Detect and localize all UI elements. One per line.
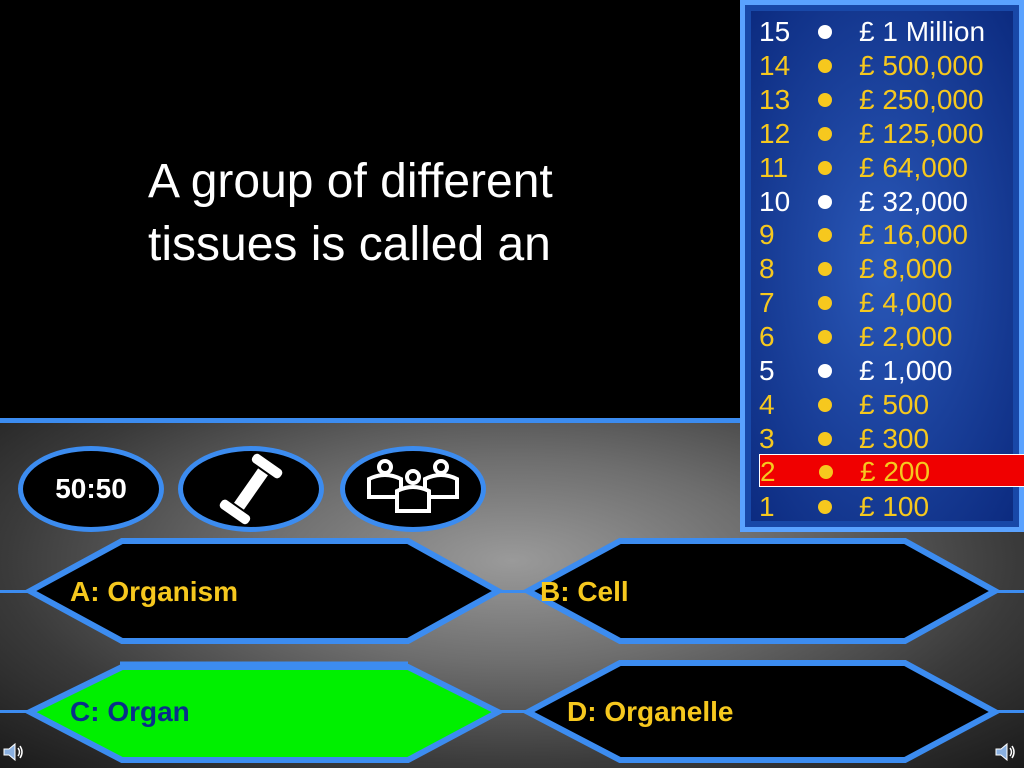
answer-c-label[interactable]: C: Organ — [70, 696, 190, 727]
question-text: A group of different tissues is called a… — [148, 155, 553, 271]
ladder-amount: £ 500,000 — [859, 49, 984, 81]
ladder-dot-icon — [818, 92, 832, 107]
connector-line — [498, 590, 528, 593]
answer-d-label[interactable]: D: Organelle — [567, 696, 734, 727]
ladder-level-number: 15 — [759, 16, 791, 47]
ladder-amount: £ 1,000 — [859, 355, 953, 386]
ladder-amount: £ 16,000 — [859, 219, 968, 251]
ladder-row: 12 £ 125,000 — [751, 117, 1013, 150]
ladder-amount: £ 250,000 — [859, 83, 984, 115]
ladder-row: 13 £ 250,000 — [751, 83, 1013, 116]
ladder-amount: £ 8,000 — [859, 253, 953, 285]
ladder-row: 1 £ 100 — [751, 490, 1013, 523]
ladder-row: 6 £ 2,000 — [751, 320, 1013, 353]
ladder-amount: £ 32,000 — [859, 185, 968, 217]
phone-a-friend-lifeline[interactable] — [178, 446, 324, 532]
answer-b-shape[interactable] — [521, 538, 1002, 644]
ladder-level-number: 4 — [759, 388, 775, 420]
ladder-amount: £ 100 — [859, 490, 930, 522]
ladder-level-number: 6 — [759, 321, 775, 353]
answer-b-label[interactable]: B: Cell — [540, 576, 629, 607]
ladder-row: 11 £ 64,000 — [751, 151, 1013, 184]
ladder-amount: £ 200 — [860, 455, 931, 487]
ladder-dot-icon — [818, 397, 832, 412]
ladder-amount: £ 4,000 — [859, 287, 953, 319]
answer-c-shape[interactable] — [23, 664, 505, 763]
connector-line — [995, 710, 1024, 713]
ladder-dot-icon — [818, 194, 832, 209]
ladder-amount: £ 125,000 — [859, 117, 984, 149]
ladder-level-number: 2 — [760, 455, 776, 487]
speaker-icon-left[interactable] — [2, 740, 26, 764]
ladder-row: 15 £ 1 Million — [751, 15, 1013, 48]
ladder-dot-icon — [818, 330, 832, 345]
ladder-row: 8 £ 8,000 — [751, 252, 1013, 285]
ladder-row: 10 £ 32,000 — [751, 185, 1013, 218]
ladder-amount: £ 300 — [859, 422, 930, 454]
ladder-dot-icon — [818, 58, 832, 73]
connector-line — [0, 590, 30, 593]
fifty-fifty-label: 50:50 — [55, 473, 127, 504]
ladder-row: 2 £ 200 — [759, 453, 1024, 487]
question-area: A group of different tissues is called a… — [0, 0, 740, 418]
ladder-amount: £ 500 — [859, 388, 930, 420]
connector-line — [995, 590, 1024, 593]
ladder-level-number: 10 — [759, 185, 791, 217]
ladder-dot-icon — [818, 431, 832, 446]
ladder-dot-icon — [818, 126, 832, 141]
audience-icon — [367, 459, 459, 513]
ladder-level-number: 12 — [759, 117, 791, 149]
ladder-level-number: 13 — [759, 83, 791, 115]
answer-a-shape[interactable] — [23, 538, 505, 644]
connector-line — [0, 710, 30, 713]
ladder-row: 9 £ 16,000 — [751, 218, 1013, 251]
ladder-level-number: 11 — [759, 151, 789, 183]
ladder-dot-icon — [818, 364, 832, 378]
ladder-row: 7 £ 4,000 — [751, 286, 1013, 319]
ladder-dot-icon — [818, 262, 832, 277]
fifty-fifty-lifeline[interactable]: 50:50 — [18, 446, 164, 532]
ladder-level-number: 3 — [759, 422, 775, 454]
answer-a-label[interactable]: A: Organism — [70, 576, 239, 607]
ladder-level-number: 8 — [759, 253, 775, 285]
ladder-row: 14 £ 500,000 — [751, 49, 1013, 82]
phone-icon — [217, 451, 285, 527]
speaker-icon-right[interactable] — [994, 740, 1018, 764]
ladder-row: 4 £ 500 — [751, 388, 1013, 421]
ladder-row: 3 £ 300 — [751, 422, 1013, 455]
ladder-dot-icon — [818, 25, 832, 39]
ladder-level-number: 14 — [759, 49, 791, 81]
ladder-amount: £ 2,000 — [859, 321, 953, 353]
ladder-dot-icon — [819, 464, 833, 479]
answer-d-shape[interactable] — [521, 660, 1002, 763]
ladder-level-number: 7 — [759, 287, 775, 319]
ladder-amount: £ 64,000 — [859, 151, 968, 183]
ask-audience-lifeline[interactable] — [340, 446, 486, 532]
ladder-dot-icon — [818, 160, 832, 175]
ladder-dot-icon — [818, 499, 832, 514]
ladder-level-number: 1 — [759, 490, 775, 522]
ladder-level-number: 5 — [759, 355, 775, 386]
ladder-level-number: 9 — [759, 219, 775, 251]
ladder-dot-icon — [818, 296, 832, 311]
ladder-dot-icon — [818, 228, 832, 243]
ladder-amount: £ 1 Million — [859, 16, 986, 47]
connector-line — [498, 710, 528, 713]
ladder-row: 5 £ 1,000 — [751, 354, 1013, 387]
